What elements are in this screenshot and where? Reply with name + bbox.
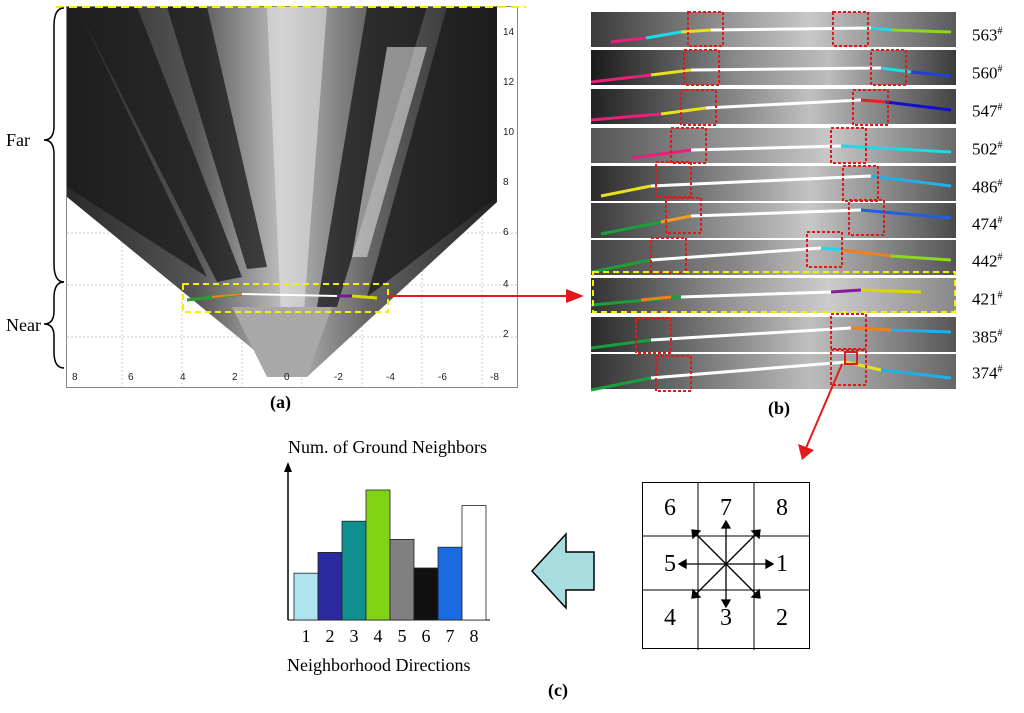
frame-label-560: 560# (972, 63, 1003, 83)
frame-label-563: 563# (972, 25, 1003, 45)
frame-label-547: 547# (972, 101, 1003, 121)
strip-385 (591, 317, 956, 352)
caption-a: (a) (270, 392, 291, 412)
x-tick-minus6: -6 (438, 372, 447, 383)
x-tick-label-3: 3 (350, 626, 359, 646)
y-tick-12: 12 (503, 77, 515, 88)
grid-cell-4: 4 (664, 604, 676, 631)
bar-direction-4 (365, 489, 391, 621)
grid-cell-3: 3 (720, 604, 732, 631)
frame-label-421: 421# (972, 289, 1003, 309)
strip-547 (591, 89, 956, 124)
x-tick-label-2: 2 (326, 626, 335, 646)
x-tick-4: 4 (180, 372, 186, 383)
top-dashed-line (56, 6, 526, 8)
bar-direction-2 (317, 552, 343, 621)
neighborhood-grid: 6 7 8 5 1 4 3 2 (642, 482, 810, 650)
flow-arrow-icon (530, 532, 595, 610)
frame-label-486: 486# (972, 177, 1003, 197)
bar-direction-6 (413, 567, 439, 621)
y-axis-arrow-icon (284, 462, 292, 472)
strip-421 (591, 278, 956, 313)
y-axis-title: Num. of Ground Neighbors (288, 437, 487, 457)
near-label: Near (6, 315, 41, 335)
y-tick-14: 14 (503, 27, 515, 38)
x-tick-minus8: -8 (490, 372, 499, 383)
x-tick-0: 0 (284, 372, 290, 383)
y-tick-10: 10 (503, 127, 515, 138)
strip-474 (591, 203, 956, 238)
far-near-braces (43, 7, 65, 369)
x-tick-label-8: 8 (470, 626, 479, 646)
grid-cell-2: 2 (776, 604, 788, 631)
bar-direction-8 (461, 505, 487, 621)
y-tick-2: 2 (503, 329, 509, 340)
strip-overlays (591, 11, 956, 392)
x-tick-minus4: -4 (386, 372, 395, 383)
bar-direction-3 (341, 520, 367, 621)
grid-cell-7: 7 (720, 494, 732, 521)
x-tick-label-5: 5 (398, 626, 407, 646)
grid-cell-1: 1 (776, 550, 788, 577)
x-tick-label-4: 4 (374, 626, 383, 646)
y-tick-4: 4 (503, 279, 509, 290)
birds-eye-plot: 14 12 10 8 6 4 2 (66, 6, 518, 388)
y-tick-6: 6 (503, 227, 509, 238)
strip-486 (591, 166, 956, 201)
x-tick-8: 8 (72, 372, 78, 383)
frame-label-442: 442# (972, 251, 1003, 271)
caption-b: (b) (768, 398, 790, 418)
grid-cell-6: 6 (664, 494, 676, 521)
x-tick-label-1: 1 (302, 626, 311, 646)
strip-560 (591, 50, 956, 85)
x-tick-2: 2 (232, 372, 238, 383)
bar-direction-1 (293, 572, 319, 621)
x-tick-label-6: 6 (422, 626, 431, 646)
x-axis-title: Neighborhood Directions (287, 655, 471, 675)
x-tick-label-7: 7 (446, 626, 455, 646)
arrow-b-to-c (798, 363, 843, 460)
x-tick-minus2: -2 (334, 372, 343, 383)
birds-eye-image (67, 7, 517, 387)
grid-cell-5: 5 (664, 550, 676, 577)
bar-direction-5 (389, 539, 415, 621)
strip-502 (591, 128, 956, 163)
caption-c: (c) (548, 680, 568, 700)
frame-label-474: 474# (972, 214, 1003, 234)
frame-label-374: 374# (972, 363, 1003, 383)
grid-cell-8: 8 (776, 494, 788, 521)
y-tick-8: 8 (503, 177, 509, 188)
x-tick-6: 6 (128, 372, 134, 383)
frame-label-502: 502# (972, 139, 1003, 159)
arrow-a-to-b (388, 289, 584, 303)
panel-a: 14 12 10 8 6 4 2 8 6 4 2 0 -2 -4 -6 -8 F… (0, 0, 530, 420)
far-label: Far (6, 130, 30, 150)
bar-direction-7 (437, 546, 463, 621)
frame-label-385: 385# (972, 327, 1003, 347)
